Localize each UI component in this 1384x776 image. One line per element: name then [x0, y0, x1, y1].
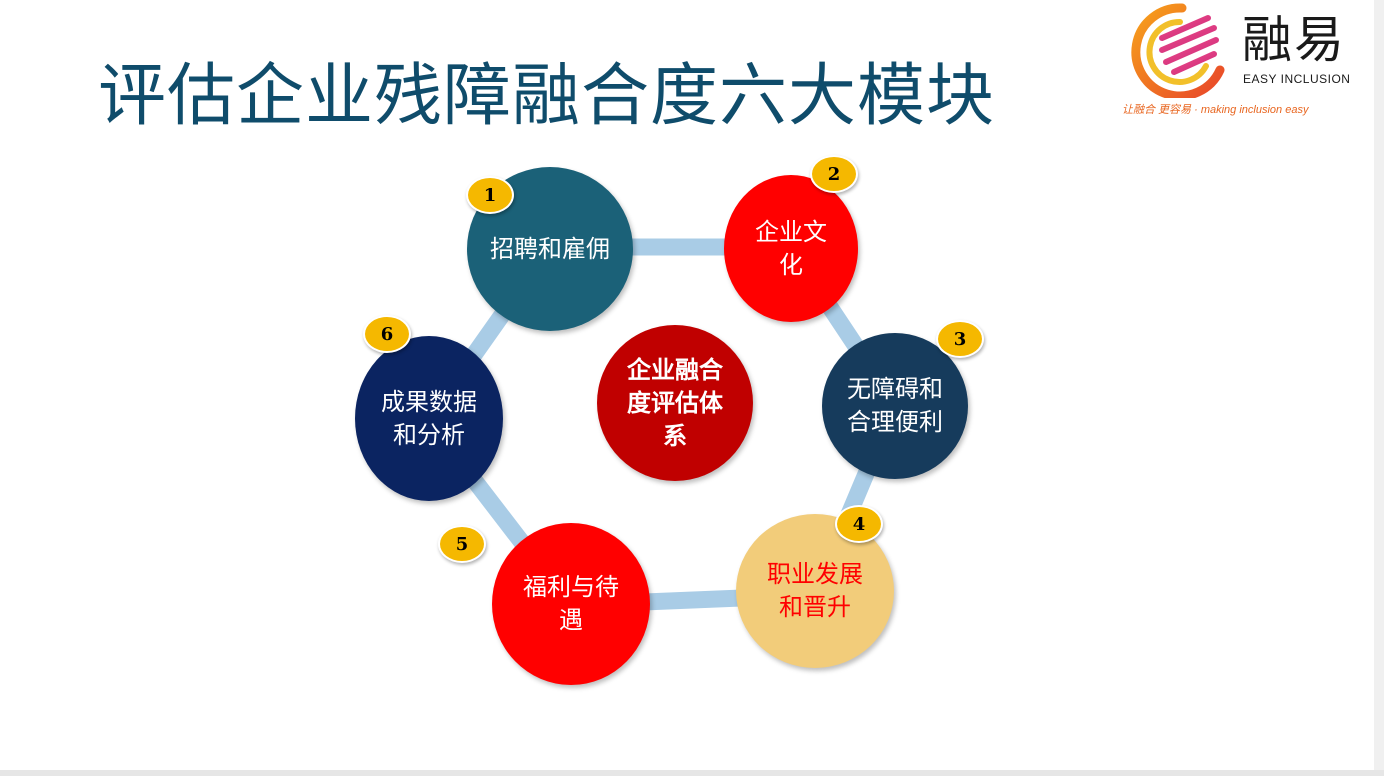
module-number-badge: 2	[810, 155, 858, 193]
module-label: 成果数据和分析	[381, 387, 477, 449]
module-number-badge: 4	[835, 505, 883, 543]
logo-name-en: EASY INCLUSION	[1243, 72, 1351, 86]
page-title: 评估企业残障融合度六大模块	[98, 57, 996, 136]
module-label: 职业发展和晋升	[767, 560, 863, 621]
module-label: 无障碍和合理便利	[847, 375, 943, 436]
module-label: 企业文化	[755, 217, 827, 279]
module-number-badge: 6	[363, 315, 411, 353]
logo: 融易 EASY INCLUSION 让融合 更容易 · making inclu…	[1118, 2, 1368, 127]
center-circle: 企业融合度评估体系	[597, 325, 753, 481]
module-label: 福利与待遇	[523, 573, 619, 634]
module-number-badge: 5	[438, 525, 486, 563]
window-edge	[0, 770, 1384, 776]
module-circle-accessibility: 无障碍和合理便利	[822, 333, 968, 479]
module-label: 招聘和雇佣	[490, 234, 610, 263]
logo-tagline: 让融合 更容易 · making inclusion easy	[1122, 104, 1309, 116]
module-circle-benefits: 福利与待遇	[492, 523, 650, 685]
center-label: 企业融合度评估体系	[627, 355, 723, 450]
module-circle-culture: 企业文化	[724, 175, 858, 322]
logo-name-cn: 融易	[1242, 11, 1346, 69]
module-circle-data-analysis: 成果数据和分析	[355, 336, 503, 501]
module-number-badge: 1	[466, 176, 514, 214]
module-number-badge: 3	[936, 320, 984, 358]
window-edge	[1374, 0, 1384, 776]
logo-swirl-icon	[1131, 3, 1225, 98]
